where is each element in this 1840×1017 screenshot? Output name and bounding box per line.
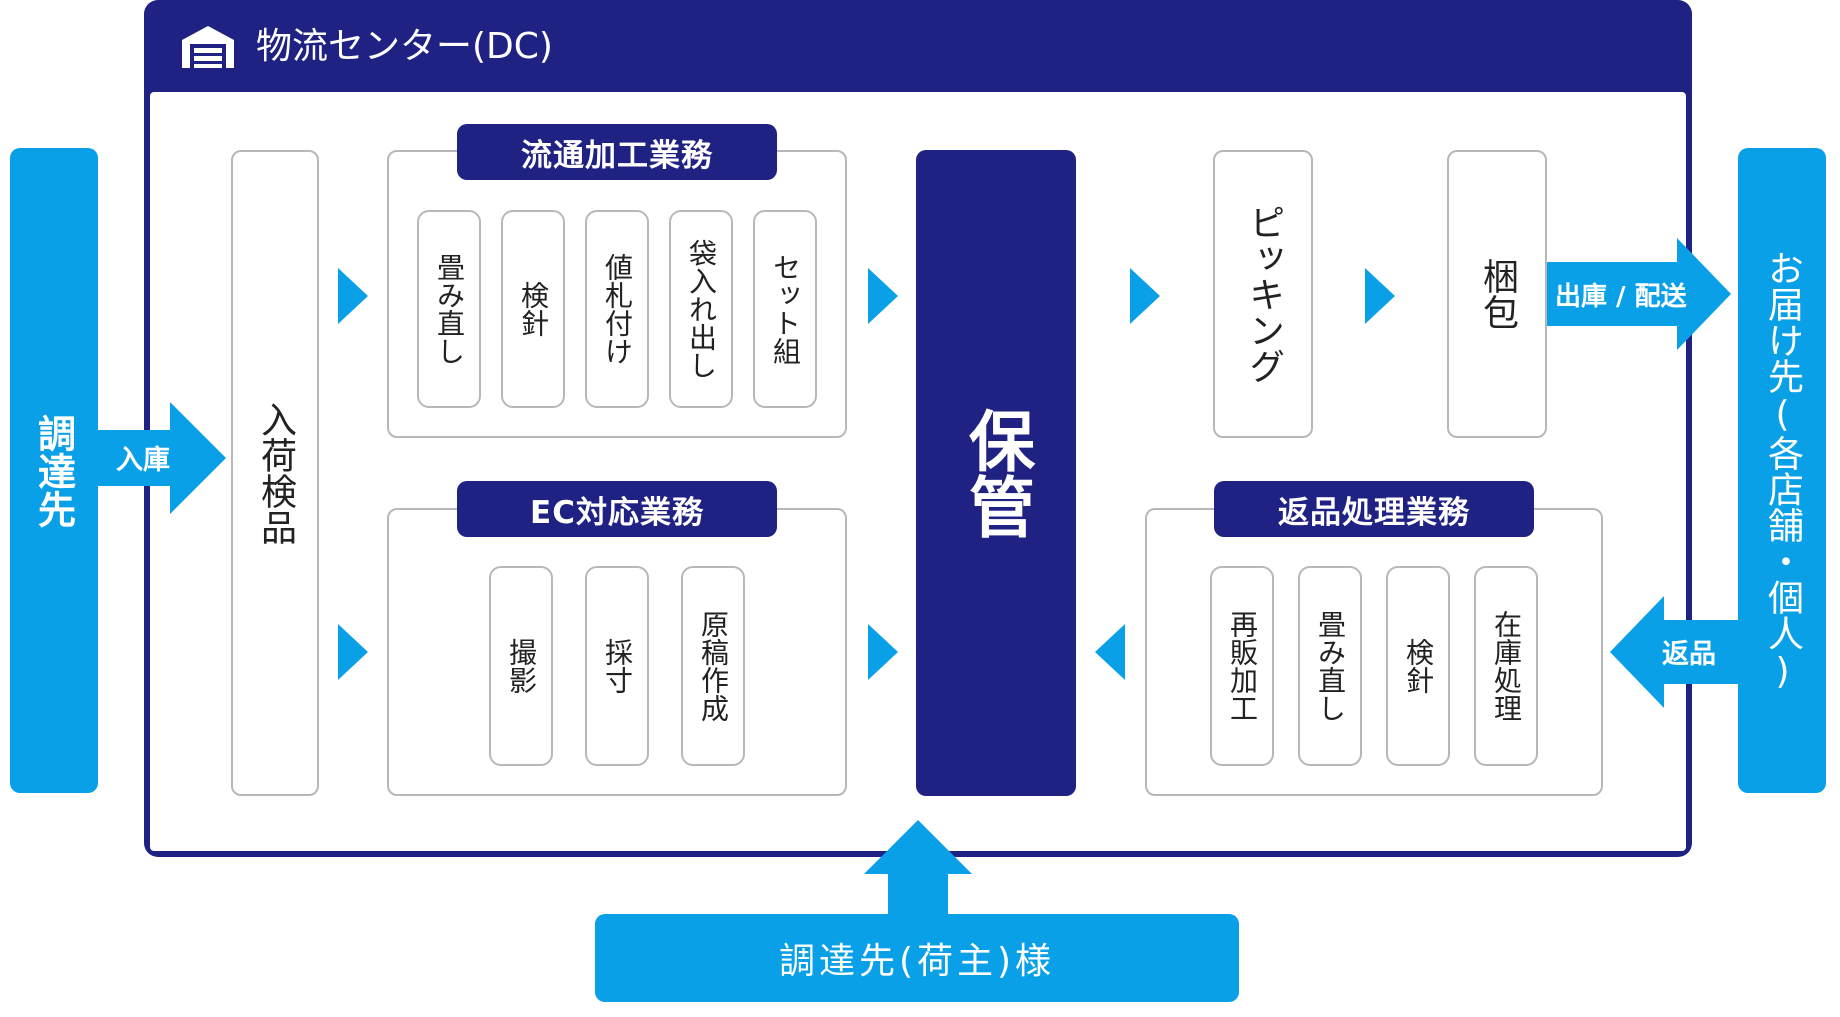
- flow-triangle: [868, 624, 898, 680]
- picking-box: ピッキング: [1213, 150, 1313, 438]
- processing-item: セット組: [753, 210, 817, 408]
- ec-item-label: 撮影: [505, 638, 538, 694]
- returns-item: 再販加工: [1210, 566, 1274, 766]
- inbound-label: 入庫: [116, 445, 170, 476]
- packing-label: 梱包: [1477, 258, 1518, 330]
- returns-item-label: 畳み直し: [1314, 610, 1347, 722]
- ec-item: 採寸: [585, 566, 649, 766]
- ec-item: 撮影: [489, 566, 553, 766]
- flow-triangle: [1130, 268, 1160, 324]
- flow-triangle: [338, 268, 368, 324]
- flow-triangle: [338, 624, 368, 680]
- packing-box: 梱包: [1447, 150, 1547, 438]
- processing-item-label: セット組: [769, 253, 802, 365]
- supplier-label: 調達先: [31, 413, 76, 528]
- processing-item: 畳み直し: [417, 210, 481, 408]
- flow-triangle-left: [1095, 624, 1125, 680]
- storage-label: 保管: [958, 407, 1035, 539]
- receiving-box: 入荷検品: [231, 150, 319, 796]
- shipping-label: 出庫 / 配送: [1555, 282, 1687, 312]
- client-label: 調達先(荷主)様: [778, 941, 1056, 982]
- destination-box: お届け先(各店舗・個人): [1738, 148, 1826, 793]
- ec-item: 原稿作成: [681, 566, 745, 766]
- returns-arrow: 返品: [1608, 596, 1740, 708]
- returns-item-label: 再販加工: [1226, 610, 1259, 722]
- supplier-box: 調達先: [10, 148, 98, 793]
- returns-title: 返品処理業務: [1214, 481, 1534, 537]
- processing-item-label: 検針: [517, 281, 550, 337]
- returns-arrow-label: 返品: [1662, 639, 1716, 670]
- returns-item: 検針: [1386, 566, 1450, 766]
- returns-item-label: 在庫処理: [1490, 610, 1523, 722]
- ec-item-label: 採寸: [601, 638, 634, 694]
- client-arrow: [862, 818, 974, 918]
- processing-item: 値札付け: [585, 210, 649, 408]
- picking-label: ピッキング: [1243, 204, 1284, 384]
- processing-item: 袋入れ出し: [669, 210, 733, 408]
- client-box: 調達先(荷主)様: [595, 914, 1239, 1002]
- flow-triangle: [1365, 268, 1395, 324]
- processing-item-label: 畳み直し: [433, 253, 466, 365]
- ec-title: EC対応業務: [457, 481, 777, 537]
- processing-item: 検針: [501, 210, 565, 408]
- processing-item-label: 袋入れ出し: [685, 239, 718, 379]
- returns-item-label: 検針: [1402, 638, 1435, 694]
- flow-triangle: [868, 268, 898, 324]
- receiving-label: 入荷検品: [255, 401, 296, 545]
- warehouse-icon: [180, 22, 236, 70]
- destination-label: お届け先(各店舗・個人): [1762, 249, 1803, 692]
- returns-item: 畳み直し: [1298, 566, 1362, 766]
- dc-title: 物流センター(DC): [256, 26, 553, 67]
- shipping-arrow: 出庫 / 配送: [1547, 238, 1733, 350]
- returns-item: 在庫処理: [1474, 566, 1538, 766]
- storage-box: 保管: [916, 150, 1076, 796]
- processing-title: 流通加工業務: [457, 124, 777, 180]
- inbound-arrow: 入庫: [98, 402, 228, 514]
- processing-item-label: 値札付け: [601, 253, 634, 365]
- ec-item-label: 原稿作成: [697, 610, 730, 722]
